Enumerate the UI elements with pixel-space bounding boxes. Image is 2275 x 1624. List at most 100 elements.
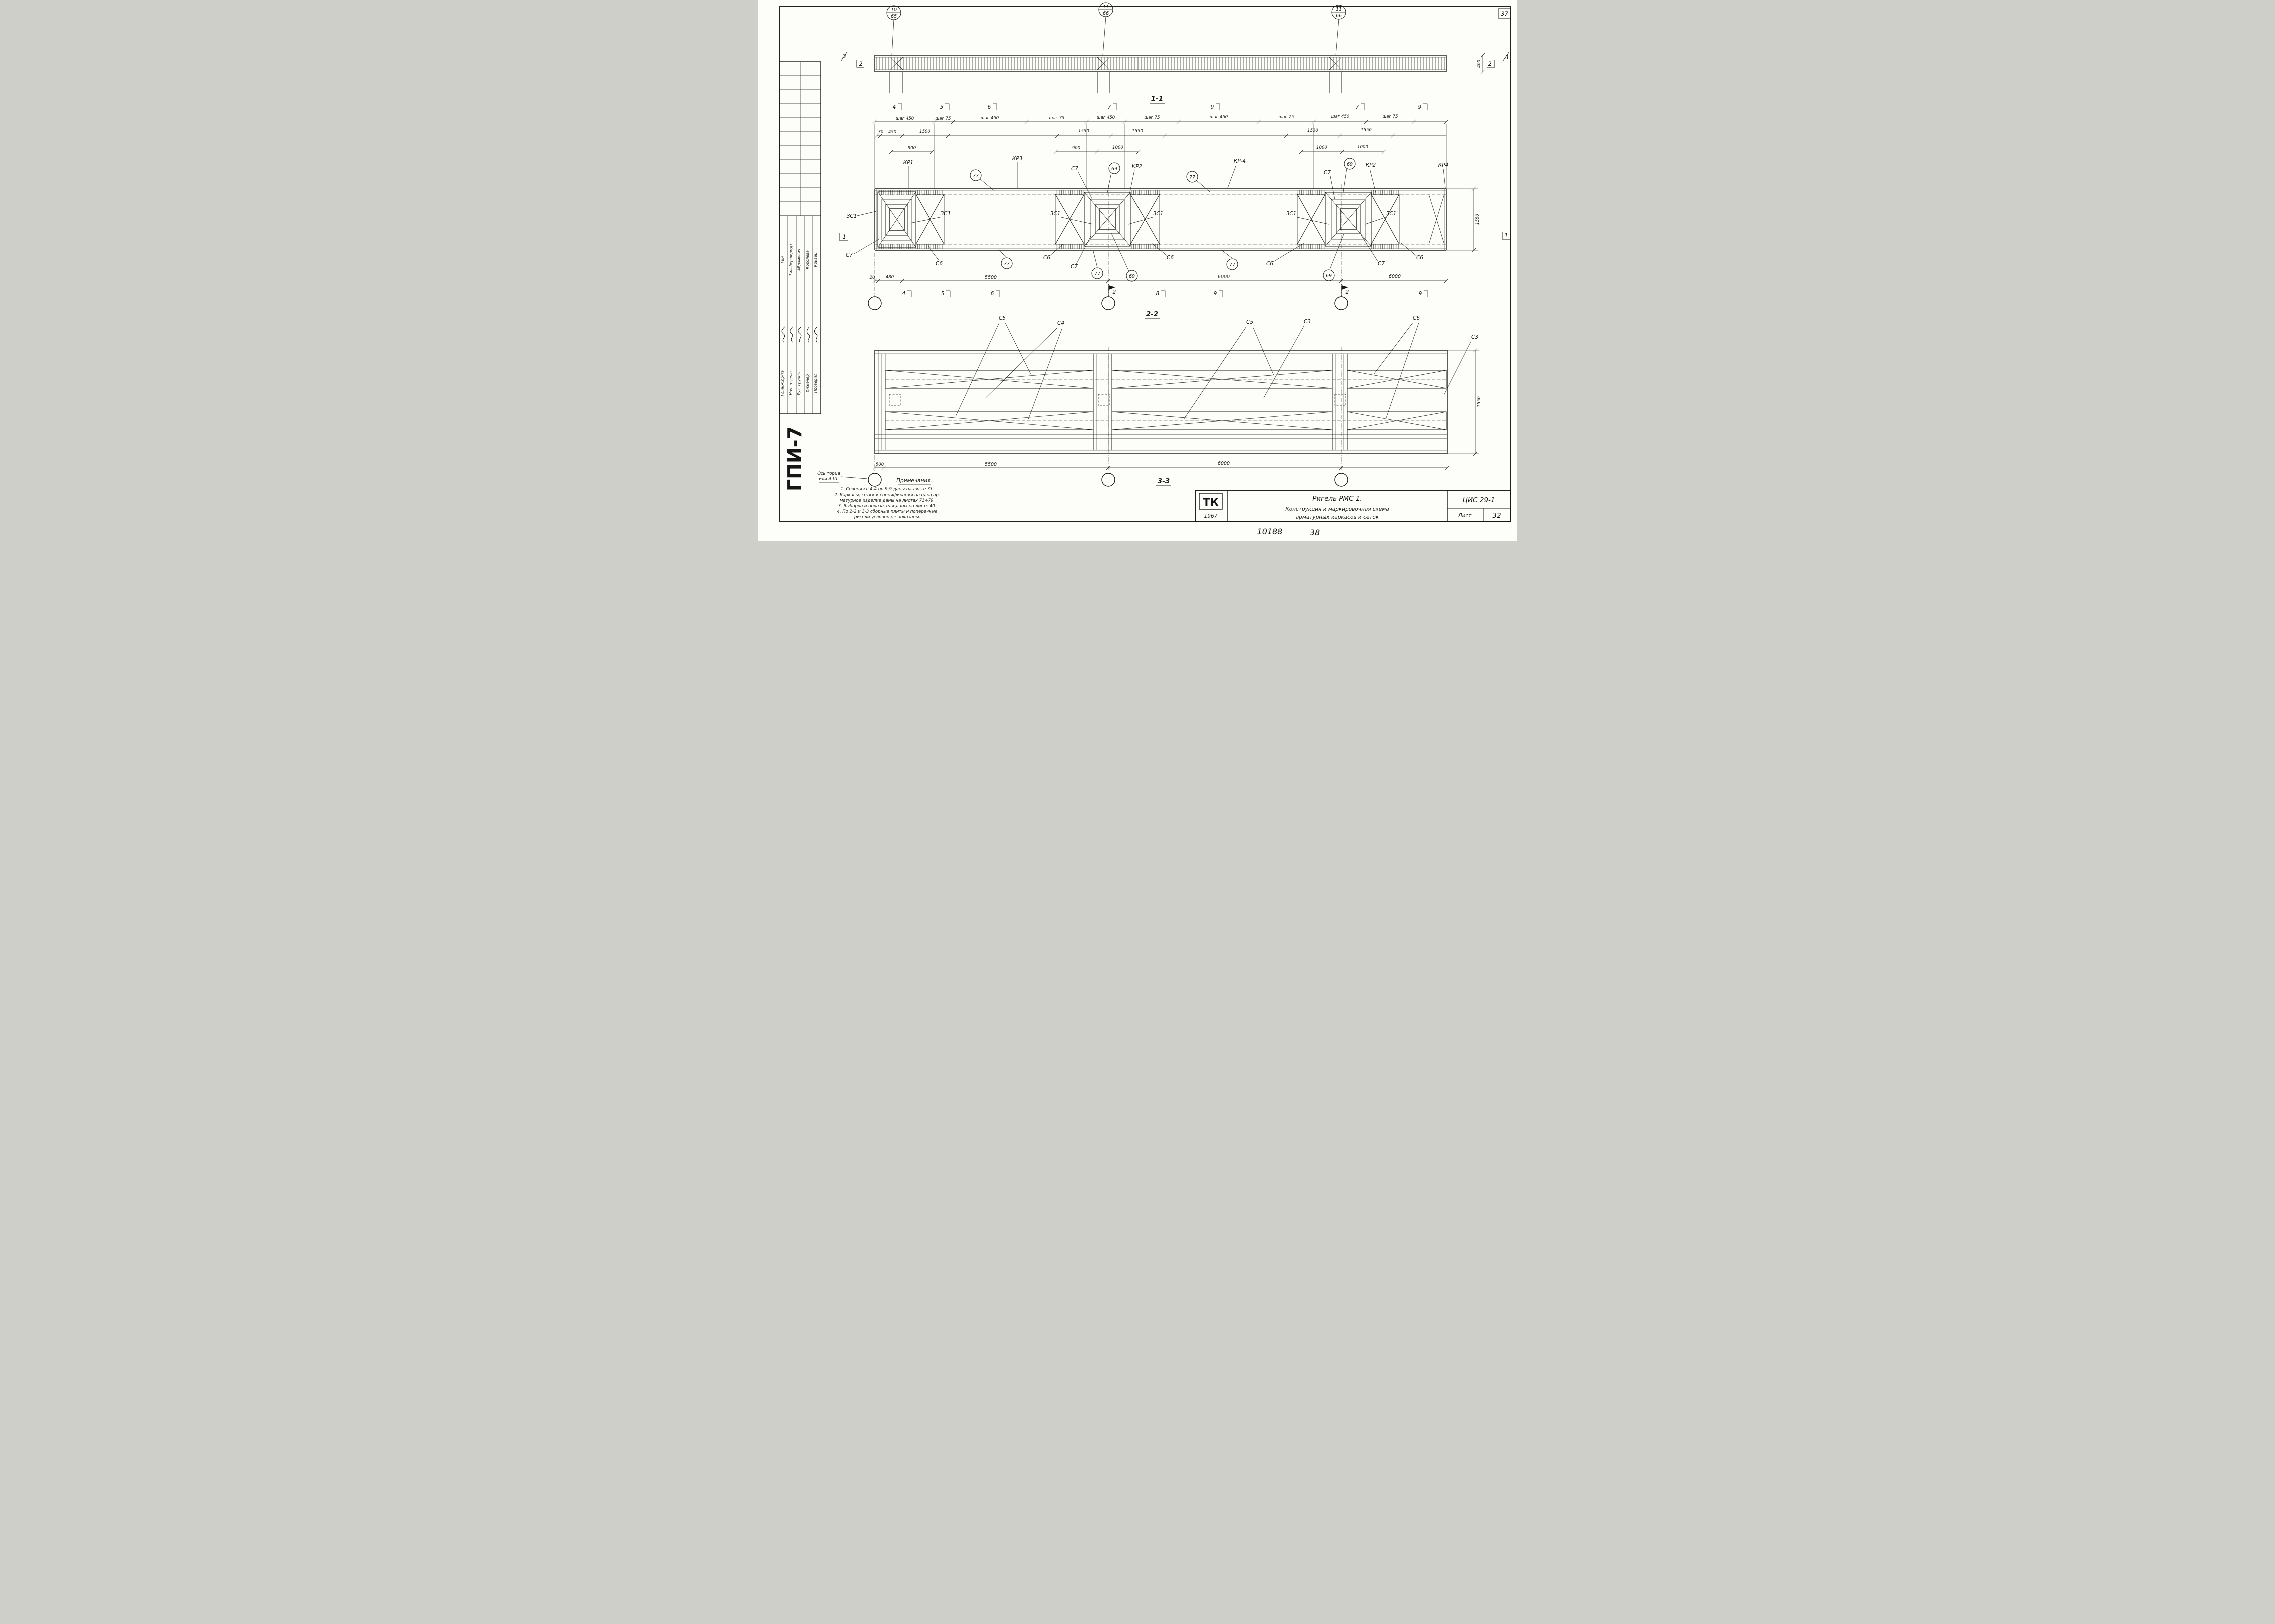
section-title-text: 2-2: [1146, 310, 1158, 318]
axis-mark-circles: 10 65 11 66 11 66: [886, 2, 1346, 56]
tk-logo: ТК 1967: [1199, 493, 1223, 519]
cut-mark: 9: [1211, 104, 1214, 110]
label-c3: С3: [1304, 319, 1311, 325]
cut-mark: 6: [988, 104, 991, 110]
label-c6: С6: [1266, 261, 1273, 267]
stamp-name: Зильберширмдт: [789, 243, 793, 276]
stamp-role: Гл.инж.пр-та: [780, 370, 785, 396]
dim-row-2: 30 450 1500 1550 1550 1530 1550: [874, 128, 1446, 138]
dim-label: 1550: [1132, 129, 1143, 134]
dim-label: 6000: [1218, 274, 1230, 280]
label-kr-4: КР-4: [1234, 158, 1246, 164]
beam-height-dim: 400: [1477, 53, 1485, 74]
notes-block: Примечания. 1. Сечения с 4-4 по 9-9 даны…: [834, 478, 940, 520]
label-c6: С6: [1413, 315, 1420, 321]
dim-label: 20: [870, 275, 875, 280]
sheet-number: 32: [1492, 512, 1501, 520]
plan-right-dim: 1550 1 1: [839, 186, 1510, 253]
top-cut-marks: 4 5 6 7 9 7 9: [893, 103, 1428, 110]
notes-line: 3. Выборка и показатели даны на листе 40…: [838, 504, 937, 509]
corner-number-text: 37: [1501, 10, 1508, 17]
dim-label: 1500: [919, 129, 930, 134]
label-c6: С6: [1167, 255, 1174, 261]
left-stamp: Гин Зильберширмдт АВрамович Королева Кри…: [779, 61, 821, 414]
cut-mark: 9: [1214, 291, 1217, 297]
footer-left-number: 10188: [1257, 527, 1283, 536]
cut-flag-2: 2: [1488, 60, 1491, 67]
s22-right-dim: 1550: [1447, 348, 1482, 456]
cut-mark: 8: [1156, 291, 1160, 297]
cut-mark: 6: [991, 291, 994, 297]
cut-mark: 7: [1356, 104, 1359, 110]
stamp-name: Гин: [780, 256, 785, 263]
axis-mark-top: 10: [891, 7, 897, 13]
stamp-signatures: [781, 326, 818, 343]
dim-label: шаг 75: [936, 116, 951, 121]
tk-logo-year: 1967: [1204, 513, 1218, 519]
label-circle-77: 77: [1229, 262, 1235, 268]
title-block: ТК 1967 Ригель РМС 1. Конструкция и марк…: [1195, 490, 1511, 522]
stamp-name: АВрамович: [797, 249, 801, 271]
dim-label: 30: [878, 130, 884, 135]
label-zs1: ЗС1: [941, 211, 951, 217]
label-circle-77: 77: [1094, 271, 1100, 277]
section-title-2-2: 2-2: [1145, 310, 1160, 319]
plan-bottom-labels: С7 С6 77 С6 С7 77 69 С6 77 С6 69 С7 С6: [846, 233, 1423, 282]
label-c7: С7: [1071, 264, 1078, 270]
dim-label: 900: [908, 146, 916, 151]
stamp-name: Кривец: [813, 252, 818, 267]
notes-line: ригели условно не показаны.: [854, 515, 920, 520]
label-c6: С6: [1416, 255, 1423, 261]
label-kr3: КР3: [1012, 156, 1022, 162]
dim-label: шаг 75: [1383, 114, 1398, 119]
doc-title-line1: Ригель РМС 1.: [1312, 495, 1362, 503]
dim-label: шаг 75: [1049, 116, 1065, 121]
axis-mark-bottom: 66: [1103, 11, 1109, 16]
dim-label: 900: [1072, 146, 1080, 151]
dim-label: 6000: [1389, 274, 1401, 279]
notes-line: матурное изделие даны на листах 71÷79.: [840, 498, 935, 503]
section-title-1-1: 1-1: [1150, 95, 1165, 104]
label-c5: С5: [999, 315, 1006, 321]
cut-flag-2: 2: [1346, 289, 1349, 295]
corner-note-line1: Ось торца: [817, 471, 840, 476]
plan-view: [874, 184, 1447, 296]
label-c7: С7: [1378, 261, 1385, 267]
stamp-role: Нач. отдела: [789, 371, 793, 395]
label-circle-77: 77: [1004, 261, 1010, 267]
corner-note-line2: или А.Ш.: [819, 477, 839, 482]
label-circle-69: 69: [1326, 273, 1332, 279]
section-title-text: 1-1: [1151, 95, 1163, 103]
org-code-label: ГПИ-7: [784, 426, 806, 491]
doc-title-line3: арматурных каркасов и сеток: [1296, 514, 1379, 520]
dim-label: шаг 450: [896, 116, 914, 121]
label-zs1: ЗС1: [1286, 211, 1297, 217]
doc-title-line2: Конструкция и маркировочная схема: [1285, 506, 1389, 512]
label-c7: С7: [1071, 166, 1078, 172]
plan-node-right: [1297, 192, 1400, 247]
dim-label: 1550: [1361, 128, 1372, 133]
cut-mark: 4: [893, 104, 896, 110]
cut-mark: 5: [940, 104, 944, 110]
dim-label: 1550: [1078, 129, 1089, 134]
stamp-roles: Гл.инж.пр-та Нач. отдела Рук. группы Инж…: [780, 370, 818, 396]
notes-line: 4. По 2-2 и 3-3 сборные плиты и поперечн…: [837, 509, 937, 514]
dim-label: шаг 450: [1331, 114, 1349, 119]
stamp-role: Инженер: [805, 374, 810, 392]
label-c7: С7: [846, 252, 853, 258]
label-kr1: КР1: [903, 160, 913, 166]
tk-logo-text: ТК: [1203, 496, 1219, 508]
axis-mark-2: 11 66: [1098, 2, 1113, 56]
dim-label: 500: [876, 462, 884, 467]
dim-label-1550: 1550: [1477, 396, 1482, 407]
cut-mark: 5: [941, 291, 945, 297]
dim-label: шаг 450: [1210, 115, 1228, 120]
axis-mark-1: 10 65: [886, 5, 901, 56]
footer-right-number: 38: [1310, 528, 1320, 537]
label-kr2: КР2: [1366, 162, 1376, 168]
plan-zs1-labels: ЗС1 ЗС1 ЗС1 ЗС1 ЗС1 ЗС1: [847, 211, 1396, 225]
cut-mark: 9: [1418, 104, 1422, 110]
dim-label: шаг 75: [1145, 115, 1160, 120]
beam-cut-flags: 3 2 3 2: [840, 51, 1510, 68]
cut-mark: 4: [902, 291, 906, 297]
